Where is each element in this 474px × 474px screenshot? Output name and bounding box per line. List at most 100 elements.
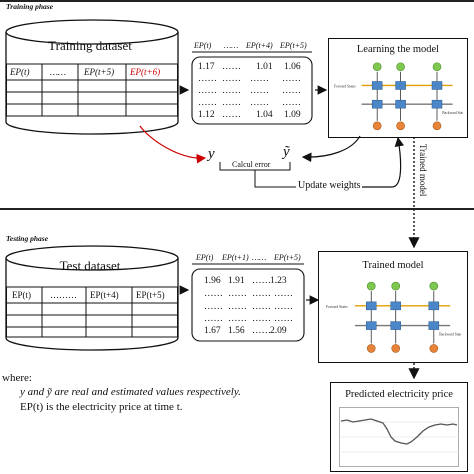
training-th-2: EP(t+4) [246,41,273,50]
phase-separator [0,208,474,210]
lstm-input-node [396,121,405,131]
training-r0c1: …… [222,62,241,72]
training-r4c1: …… [222,110,241,120]
training-r3c2: …… [250,98,269,108]
lstm-output-node [366,281,376,291]
trained-model-vertical-label: Trained model [418,144,428,197]
lstm-forward-label: Forward States [334,84,356,88]
test-r1c2: …… [252,289,271,299]
training-r3c0: …… [198,98,217,108]
test-col-3: EP(t+5) [136,290,165,300]
training-r1c2: …… [250,74,269,84]
test-r4c0: 1.67 [204,326,221,336]
lstm-input-node [366,344,376,353]
training-values-table: EP(t) …… EP(t+4) EP(t+5) 1.17 …… 1.01 1.… [190,40,314,126]
lstm-input-node [429,344,439,353]
top-separator [0,0,474,2]
test-r1c3: …… [274,289,293,299]
test-r0c2: …… [252,276,271,286]
training-th-1: …… [224,41,239,50]
test-th-3: EP(t+5) [274,253,301,262]
test-r4c2: …… [252,326,271,336]
lstm-output-node [429,281,439,291]
training-r3c1: …… [222,98,241,108]
lstm-forward-cell [428,301,440,311]
test-values-table: EP(t) EP(t+1) …… EP(t+5) 1.96 1.91 …… 1.… [190,252,306,344]
test-r2c3: …… [274,302,293,312]
test-r3c0: …… [204,314,223,324]
training-r4c0: 1.12 [198,110,215,120]
lstm-backward-cell [365,321,377,330]
lstm-forward-cell [390,301,401,311]
test-r4c1: 1.56 [228,326,245,336]
lstm-output-node [372,62,382,72]
test-col-0: EP(t) [12,290,31,300]
test-r4c3: 2.09 [270,326,287,336]
lstm-input-node [391,344,401,353]
lstm-input-node [372,121,382,131]
testing-phase-label: Testing phase [6,234,49,243]
lstm-forward-cell [371,81,383,90]
test-r2c1: …… [228,302,247,312]
legend-where: where: [2,372,32,384]
training-r4c3: 1.09 [284,110,301,120]
training-r1c0: …… [198,74,217,84]
predicted-price-title: Predicted electricity price [345,389,453,400]
learning-model-title: Learning the model [356,44,440,55]
lstm-output-node [432,62,442,72]
training-phase-label: Training phase [6,2,54,11]
lstm-backward-cell [428,321,440,330]
training-dataset-grid: EP(t) …… EP(t+5) EP(t+6) [6,62,178,118]
legend-line1: y and ỹ are real and estimated values re… [20,386,241,398]
test-r3c2: …… [252,314,271,324]
training-r3c3: …… [282,98,301,108]
test-col-2: EP(t+4) [90,290,119,300]
training-col-0: EP(t) [10,67,30,77]
lstm-backward-cell [395,99,406,109]
training-r1c1: …… [222,74,241,84]
test-r0c3: 1.23 [270,276,287,286]
training-th-3: EP(t+5) [280,41,307,50]
test-r3c1: …… [228,314,247,324]
y-label: y [208,146,215,162]
training-r2c0: …… [198,86,217,96]
lstm-backward-label: Backward States [439,333,461,337]
training-r0c0: 1.17 [198,62,215,72]
predicted-price-box: Predicted electricity price [330,382,468,472]
training-r2c2: …… [250,86,269,96]
test-dataset-title: Test dataset [59,258,121,273]
test-r2c2: …… [252,302,271,312]
yhat-label: ỹ [283,144,290,160]
test-th-2: …… [252,253,267,262]
lstm-input-node [432,121,442,131]
test-th-1: EP(t+1) [222,253,249,262]
legend-line2-text: EP(t) is the electricity price at time t… [20,401,183,413]
training-col-3-target: EP(t+6) [130,67,161,77]
test-r1c0: …… [204,289,223,299]
training-dataset-cylinder [5,19,179,135]
test-col-1: ……… [50,290,77,300]
training-col-2: EP(t+5) [84,67,115,77]
training-r0c3: 1.06 [284,62,301,72]
lstm-backward-label: Backward States [442,111,463,115]
test-dataset-grid: EP(t) ……… EP(t+4) EP(t+5) [6,285,178,341]
lstm-forward-cell [365,301,377,311]
test-r1c1: …… [228,289,247,299]
test-r0c1: 1.91 [228,276,245,286]
test-r2c0: …… [204,302,223,312]
predicted-price-plot [339,407,459,467]
lstm-backward-cell [371,99,383,109]
test-r3c3: …… [274,314,293,324]
lstm-output-node [391,281,401,291]
lstm-backward-cell [390,321,401,330]
lstm-forward-cell [395,81,406,90]
training-r0c2: 1.01 [256,62,273,72]
lstm-output-node [396,62,405,72]
training-dataset-title: Training dataset [48,38,132,53]
lstm-forward-label: Forward States [326,305,348,309]
trained-model-title: Trained model [362,260,424,271]
